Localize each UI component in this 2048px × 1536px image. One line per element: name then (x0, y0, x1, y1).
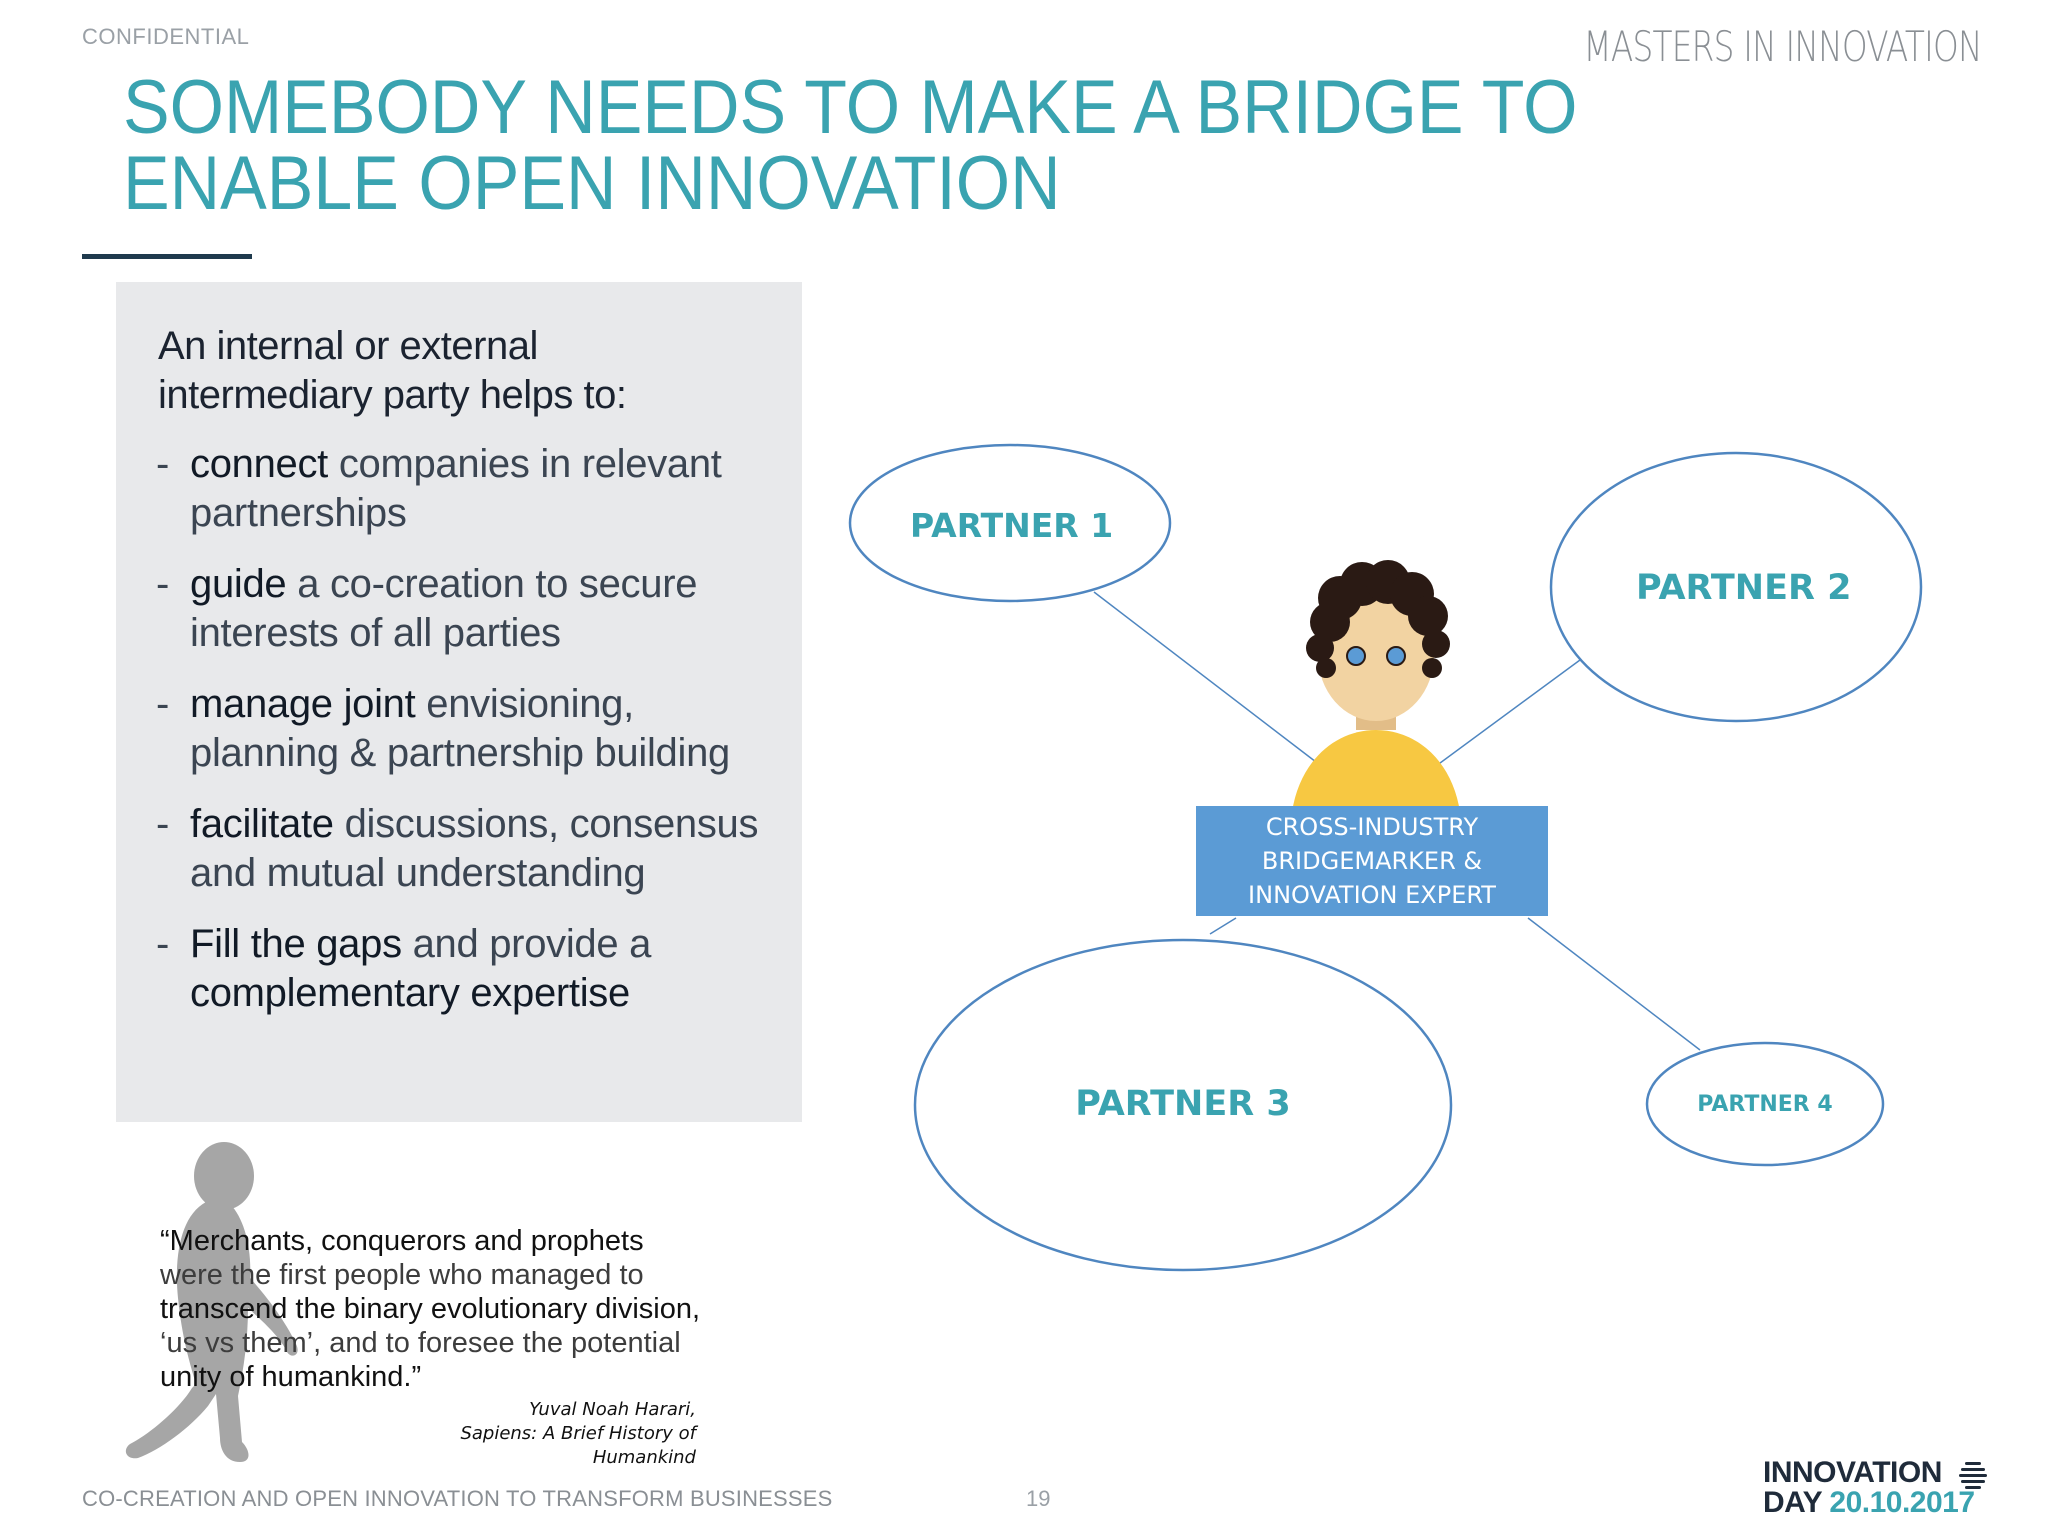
bullet-dash: - (156, 682, 170, 726)
partner-4-label: PARTNER 4 (1697, 1092, 1833, 1117)
quote-block: “Merchants, conquerors and prophets were… (160, 1224, 760, 1394)
confidential-label: CONFIDENTIAL (82, 24, 250, 49)
bullet-dash: - (156, 802, 170, 846)
expert-avatar (1292, 560, 1460, 812)
bullet-item: -facilitate discussions, consensus and m… (156, 800, 776, 898)
partner-2-ellipse (1549, 451, 1923, 723)
bullet-dash: - (156, 442, 170, 486)
partner-3-ellipse (913, 938, 1453, 1272)
quote-line: were the first people who managed to (160, 1259, 644, 1291)
bullet-keyword: guide (190, 562, 287, 606)
connector-partner-1 (1093, 591, 1317, 763)
bullet-keyword: connect (190, 442, 328, 486)
bullet-keyword: manage joint (190, 682, 416, 726)
bullet-text: a co-creation to secure interests of all… (190, 562, 698, 655)
page-number: 19 (1026, 1486, 1051, 1511)
bullet-dash: - (156, 922, 170, 966)
bullet-text: and provide a (401, 922, 652, 966)
bullet-list: -connect companies in relevant partnersh… (156, 440, 776, 1040)
logo-word: INNOVATION (1763, 1456, 1942, 1489)
partner-1-label: PARTNER 1 (910, 506, 1114, 545)
bullet-text: companies in relevant partnerships (190, 442, 722, 535)
logo-day-line: DAY 20.10.2017 (1763, 1486, 1975, 1520)
footer-tagline: CO-CREATION AND OPEN INNOVATION TO TRANS… (82, 1486, 833, 1511)
bridgemaker-line: BRIDGEMARKER & (1261, 847, 1483, 875)
bullet-item: -connect companies in relevant partnersh… (156, 440, 776, 538)
panel-intro: An internal or external intermediary par… (158, 324, 627, 417)
walking-figure-icon (125, 1142, 298, 1462)
bridgemaker-line: INNOVATION EXPERT (1248, 881, 1496, 909)
quote-attribution: Yuval Noah Harari, Sapiens: A Brief Hist… (380, 1398, 696, 1470)
bullet-item: -guide a co-creation to secure interests… (156, 560, 776, 658)
logo-date: 20.10.2017 (1829, 1486, 1975, 1519)
quote-author: Yuval Noah Harari, (529, 1399, 696, 1420)
partner-3-label: PARTNER 3 (1075, 1084, 1291, 1124)
title-underline (82, 254, 252, 259)
logo-day: DAY (1763, 1486, 1822, 1519)
bullet-text: discussions, consensus and mutual unders… (190, 802, 759, 895)
connector-partner-2 (1435, 659, 1581, 767)
slide-title: SOMEBODY NEEDS TO MAKE A BRIDGE TO ENABL… (123, 65, 1578, 226)
connector-partner-3 (1209, 917, 1237, 935)
quote-line: unity of humankind.” (160, 1361, 422, 1393)
bullet-keyword-2: complementary expertise (190, 971, 630, 1015)
quote-line: transcend the binary evolutionary divisi… (160, 1293, 701, 1325)
bullet-item: -Fill the gaps and provide a complementa… (156, 920, 776, 1018)
bridgemaker-line: CROSS-INDUSTRY (1265, 813, 1479, 841)
partner-2-label: PARTNER 2 (1636, 568, 1852, 608)
bullet-keyword: facilitate (190, 802, 334, 846)
partner-4-ellipse (1645, 1041, 1885, 1167)
quote-line: “Merchants, conquerors and prophets (160, 1225, 644, 1257)
bullet-item: -manage joint envisioning, planning & pa… (156, 680, 776, 778)
brand-wordmark: MASTERS IN INNOVATION (1583, 22, 1983, 71)
globe-icon (1959, 1462, 1987, 1489)
bullet-text: envisioning, planning & partnership buil… (190, 682, 730, 775)
bridgemaker-box: CROSS-INDUSTRY BRIDGEMARKER & INNOVATION… (1196, 806, 1548, 916)
connector-partner-4 (1527, 917, 1701, 1051)
info-panel (116, 282, 802, 1122)
innovation-day-logo: INNOVATION DAY 20.10.2017 (1763, 1456, 1993, 1520)
quote-source: Sapiens: A Brief History of Humankind (460, 1423, 696, 1468)
quote-line: ‘us vs them’, and to foresee the potenti… (160, 1327, 681, 1359)
bullet-dash: - (156, 562, 170, 606)
partner-1-ellipse (848, 443, 1172, 603)
bullet-keyword: Fill the gaps (190, 922, 402, 966)
